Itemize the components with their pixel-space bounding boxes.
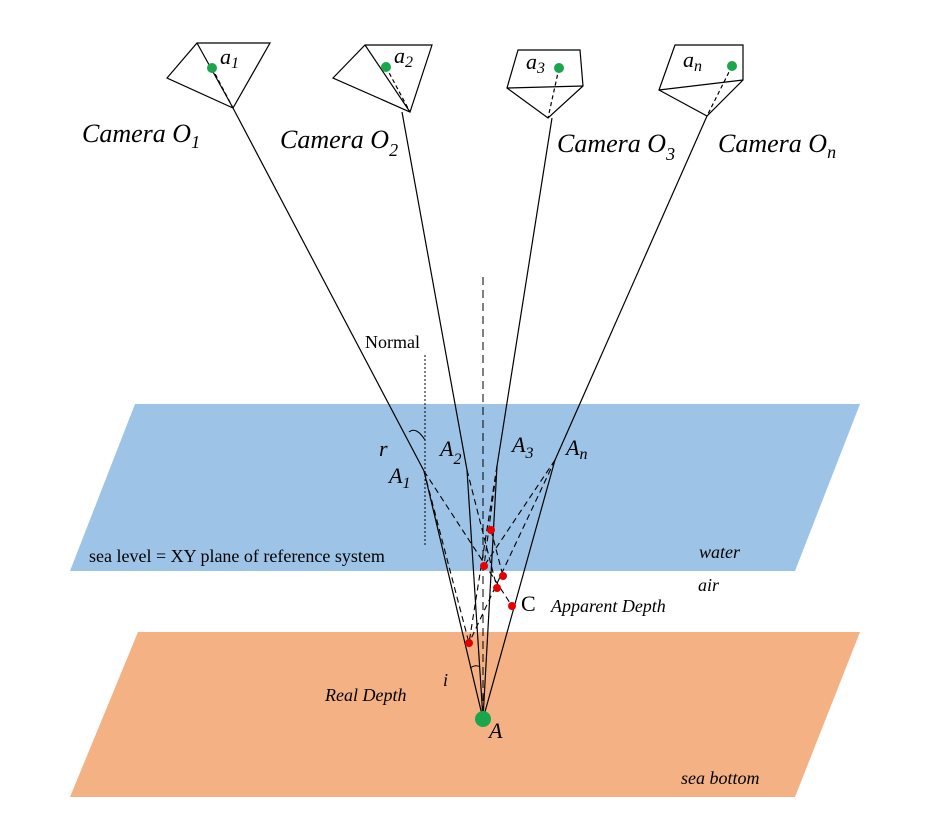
label-a3: a3: [526, 49, 545, 77]
refracted-rays: [423, 459, 556, 720]
apparent-point-c: [508, 602, 516, 610]
ray-camera-3: [496, 117, 553, 467]
camera-n-frustum: [658, 44, 744, 117]
angle-i-arc: [469, 665, 481, 669]
label-A2: A2: [438, 436, 461, 468]
label-angle-r: r: [379, 436, 388, 461]
apparent-points: [465, 526, 516, 647]
apparent-point: [480, 562, 488, 570]
label-an: an: [683, 47, 702, 75]
angle-r-arc: [408, 429, 426, 441]
label-apparent-depth: Apparent Depth: [550, 596, 666, 616]
camera-2-frustum: [331, 44, 433, 113]
label-air: air: [698, 575, 720, 595]
camera-1-frustum: [166, 42, 272, 109]
water-surface-plane: [70, 404, 860, 571]
image-point-a3: [554, 63, 564, 73]
sea-bottom-plane: [70, 632, 860, 797]
label-sea-level: sea level = XY plane of reference system: [89, 546, 385, 566]
label-A1: A1: [387, 463, 410, 492]
label-camera-3: Camera O3: [557, 129, 675, 164]
apparent-point: [493, 584, 501, 592]
image-point-a2: [381, 62, 391, 72]
label-normal: Normal: [365, 332, 420, 352]
ray-camera-n: [554, 115, 708, 461]
real-point-a: [475, 711, 491, 727]
label-water: water: [699, 542, 741, 562]
label-camera-2: Camera O2: [280, 125, 398, 160]
label-real-depth: Real Depth: [324, 685, 406, 705]
label-point-a: A: [487, 718, 503, 743]
label-camera-n: Camera On: [718, 129, 836, 162]
label-point-c: C: [521, 591, 536, 616]
label-A3: A3: [510, 432, 533, 462]
label-a1: a1: [220, 44, 239, 72]
image-points: [207, 61, 737, 73]
apparent-rays: [423, 459, 556, 644]
camera-rays: [232, 107, 708, 472]
apparent-point: [499, 572, 507, 580]
apparent-point: [487, 526, 495, 534]
label-An: An: [564, 435, 587, 463]
label-camera-1: Camera O1: [82, 119, 200, 152]
apparent-point: [465, 639, 473, 647]
ray-camera-1: [232, 107, 425, 472]
label-angle-i: i: [443, 670, 448, 690]
image-point-a1: [207, 63, 217, 73]
label-sea-bottom: sea bottom: [681, 768, 760, 788]
ray-camera-2: [401, 111, 468, 471]
camera-3-frustum: [506, 49, 584, 119]
label-a2: a2: [394, 43, 413, 71]
image-point-an: [727, 61, 737, 71]
